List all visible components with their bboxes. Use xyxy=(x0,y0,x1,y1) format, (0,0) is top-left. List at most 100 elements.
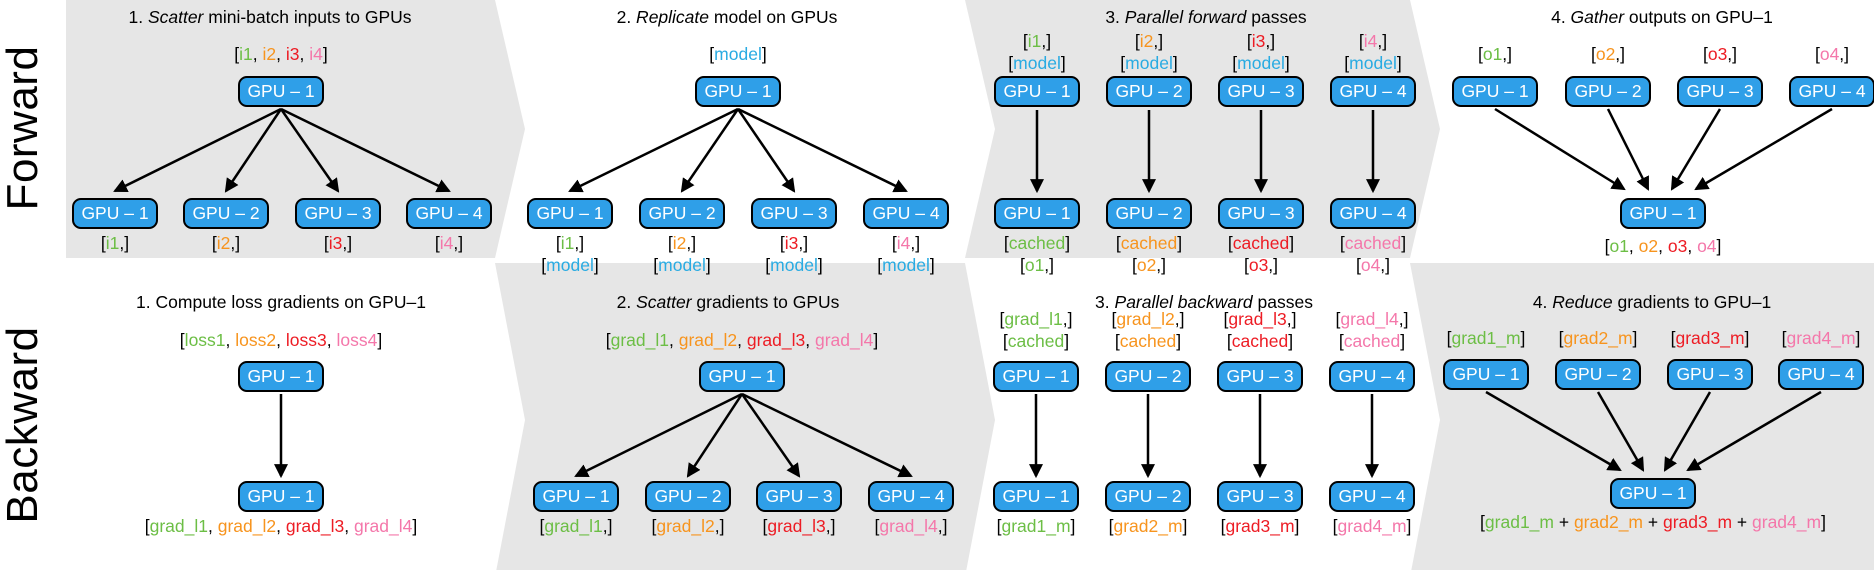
label-segment: [ xyxy=(996,516,1002,536)
title-segment: passes xyxy=(1246,7,1307,27)
label-segment: , xyxy=(276,44,286,64)
label-segment: [ xyxy=(1115,233,1121,253)
panel-title-forward-step-3: 3. Parallel forward passes xyxy=(1105,7,1306,28)
label-segment: ] xyxy=(1744,328,1750,348)
label-segment: [ xyxy=(1232,53,1238,73)
label-segment: o1 xyxy=(1609,236,1629,256)
label-segment: o2 xyxy=(1638,236,1659,256)
gpu-node: GPU – 3 xyxy=(1218,76,1304,107)
data-label: [grad_l3,] xyxy=(1224,309,1297,329)
data-label: [cached] xyxy=(1004,233,1070,253)
label-segment: ] xyxy=(1520,328,1526,348)
gpu-node: GPU – 1 xyxy=(238,76,324,107)
gpu-node: GPU – 4 xyxy=(863,198,949,229)
label-segment: ] xyxy=(377,330,383,350)
data-label: [model] xyxy=(1008,53,1065,73)
data-label: [grad1_m] xyxy=(997,516,1076,536)
label-segment: ] xyxy=(1176,331,1182,351)
gpu-node: GPU – 3 xyxy=(756,481,842,512)
label-segment: [ xyxy=(1558,328,1564,348)
label-segment: i3 xyxy=(784,233,799,253)
data-label: [loss1, loss2, loss3, loss4] xyxy=(180,330,382,350)
data-label: [o2,] xyxy=(1591,44,1625,64)
title-segment: 3. xyxy=(1105,7,1125,27)
data-label: [model] xyxy=(709,44,766,64)
label-segment: grad_l3 xyxy=(1228,309,1287,329)
label-segment: ] xyxy=(817,255,823,275)
label-segment: i2 xyxy=(672,233,687,253)
label-segment: [ xyxy=(434,233,440,253)
label-segment: [ xyxy=(605,330,611,350)
label-segment: ] xyxy=(1821,512,1826,532)
label-segment: model xyxy=(1125,53,1173,73)
label-segment: [ xyxy=(1477,44,1483,64)
label-segment: grad_l1 xyxy=(610,330,670,350)
label-segment: [ xyxy=(323,233,329,253)
data-label: [i4,] xyxy=(435,233,463,253)
label-segment: model xyxy=(1349,53,1397,73)
label-segment: , xyxy=(805,330,815,350)
label-segment: ] xyxy=(1182,516,1188,536)
label-segment: loss3 xyxy=(285,330,327,350)
label-segment: [ xyxy=(1108,516,1114,536)
data-label: [i3,] xyxy=(324,233,352,253)
title-segment: 2. xyxy=(616,292,637,312)
label-segment: [ xyxy=(234,44,240,64)
label-segment: ,] xyxy=(1174,309,1185,329)
label-segment: ,] xyxy=(1041,31,1052,51)
label-segment: o4 xyxy=(1697,236,1717,256)
title-segment: Parallel backward xyxy=(1114,292,1253,312)
label-segment: ,] xyxy=(1380,255,1391,275)
label-segment: loss4 xyxy=(336,330,378,350)
label-segment: [ xyxy=(1114,331,1120,351)
label-segment: ] xyxy=(705,255,711,275)
panel-title-forward-step-1: 1. Scatter mini-batch inputs to GPUs xyxy=(128,7,411,28)
gpu-node: GPU – 1 xyxy=(527,198,613,229)
label-segment: model xyxy=(1013,53,1061,73)
title-segment: 1. Compute loss gradients on GPU–1 xyxy=(136,292,426,312)
data-label: [cached] xyxy=(1116,233,1182,253)
label-segment: [ xyxy=(1332,516,1338,536)
label-segment: [ xyxy=(1111,309,1117,329)
gpu-node: GPU – 3 xyxy=(1217,361,1303,392)
data-label: [grad1_m] xyxy=(1447,328,1526,348)
label-segment: grad4_m xyxy=(1786,328,1856,348)
label-segment: grad_l3 xyxy=(285,516,345,536)
label-segment: cached xyxy=(1343,331,1401,351)
label-segment: , xyxy=(299,44,310,64)
label-segment: [ xyxy=(877,255,883,275)
panel-title-backward-step-4: 4. Reduce gradients to GPU–1 xyxy=(1533,292,1771,313)
flow-arrow xyxy=(1494,107,1626,191)
data-label: [cached] xyxy=(1228,233,1294,253)
label-segment: ] xyxy=(322,44,328,64)
data-label: [grad3_m] xyxy=(1671,328,1750,348)
panel-title-backward-step-1: 1. Compute loss gradients on GPU–1 xyxy=(136,292,426,313)
label-segment: [ xyxy=(709,44,715,64)
flow-arrow xyxy=(1596,391,1645,472)
flow-arrow xyxy=(280,107,451,193)
label-segment: grad_l2 xyxy=(678,330,738,350)
label-segment: ,] xyxy=(119,233,130,253)
panel-title-backward-step-3: 3. Parallel backward passes xyxy=(1095,292,1313,313)
label-segment: grad2_m xyxy=(1573,512,1644,532)
label-segment: [ xyxy=(1480,512,1485,532)
flow-arrow xyxy=(680,108,740,193)
label-segment: [ xyxy=(874,516,880,536)
label-segment: ,] xyxy=(937,516,948,536)
label-segment: [ xyxy=(1246,31,1252,51)
label-segment: ,] xyxy=(798,233,809,253)
label-segment: grad1_m xyxy=(1451,328,1521,348)
label-segment: ] xyxy=(1172,53,1178,73)
label-segment: [ xyxy=(1702,44,1708,64)
label-segment: [ xyxy=(1781,328,1787,348)
label-segment: [ xyxy=(765,255,771,275)
title-segment: 2. xyxy=(616,7,637,27)
label-segment: ,] xyxy=(1398,309,1409,329)
title-segment: 4. xyxy=(1532,292,1553,312)
label-segment: model xyxy=(658,255,706,275)
panel-title-forward-step-4: 4. Gather outputs on GPU–1 xyxy=(1551,7,1773,28)
label-segment: [ xyxy=(1131,255,1137,275)
label-segment: ,] xyxy=(686,233,697,253)
label-segment: [ xyxy=(1604,236,1610,256)
data-label: [cached] xyxy=(1340,233,1406,253)
